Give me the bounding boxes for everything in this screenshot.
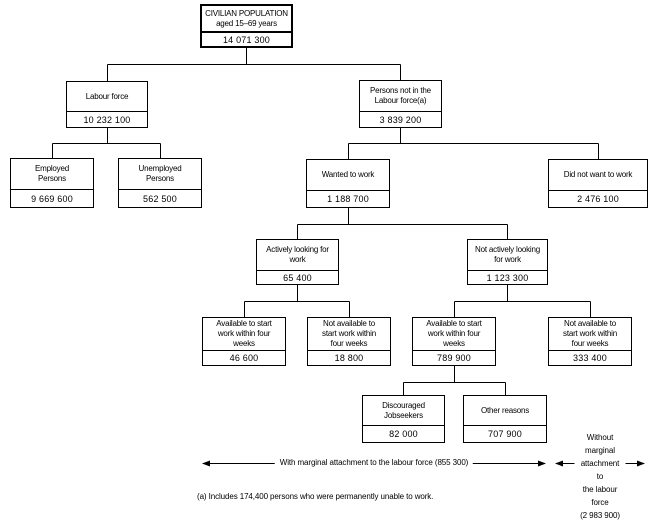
node-actively-looking: Actively looking for work 65 400 <box>256 239 339 285</box>
node-not-available-to-start-active: Not available to start work within four … <box>307 317 391 366</box>
node-value: 3 839 200 <box>379 114 422 125</box>
node-label: Discouraged Jobseekers <box>363 396 444 426</box>
node-label: Employed Persons <box>11 159 93 190</box>
connector-not-actively-looking <box>454 285 591 317</box>
node-civilian-population: CIVILIAN POPULATION aged 15–69 years 14 … <box>200 4 293 48</box>
node-value: 46 600 <box>229 353 259 363</box>
connector-available-to-start <box>403 366 506 395</box>
node-label: Did not want to work <box>549 160 647 191</box>
node-labour-force: Labour force 10 232 100 <box>66 81 148 128</box>
node-value: 10 232 100 <box>83 114 131 125</box>
node-did-not-want-to-work: Did not want to work 2 476 100 <box>548 159 648 208</box>
with-marginal-attachment-label: With marginal attachment to the labour f… <box>274 457 474 468</box>
node-value: 65 400 <box>283 272 312 283</box>
node-not-available-to-start-not-active: Not available to start work within four … <box>548 317 632 366</box>
node-label: Not available to start work within four … <box>308 318 390 351</box>
node-persons-not-in-labour-force: Persons not in the Labour force(a) 3 839… <box>359 80 442 128</box>
node-available-to-start-not-active: Available to start work within four week… <box>412 317 496 366</box>
node-value: 1 188 700 <box>327 194 369 204</box>
node-label: CIVILIAN POPULATION aged 15–69 years <box>202 6 291 33</box>
footnote: (a) Includes 174,400 persons who were pe… <box>197 492 434 501</box>
node-not-actively-looking: Not actively looking for work 1 123 300 <box>467 239 548 285</box>
node-value: 9 669 600 <box>31 193 73 204</box>
node-employed-persons: Employed Persons 9 669 600 <box>10 158 94 208</box>
connector-labour-force <box>52 128 161 158</box>
node-unemployed-persons: Unemployed Persons 562 500 <box>118 158 202 208</box>
node-discouraged-jobseekers: Discouraged Jobseekers 82 000 <box>362 395 445 443</box>
node-value: 82 000 <box>389 429 418 439</box>
node-label: Available to start work within four week… <box>413 318 495 351</box>
node-value: 562 500 <box>143 193 177 204</box>
node-label: Available to start work within four week… <box>203 318 285 351</box>
node-other-reasons: Other reasons 707 900 <box>463 395 547 443</box>
node-label: Persons not in the Labour force(a) <box>360 81 441 112</box>
connector-actively-looking <box>244 285 350 317</box>
node-label: Unemployed Persons <box>119 159 201 190</box>
node-wanted-to-work: Wanted to work 1 188 700 <box>306 159 390 208</box>
node-label: Not available to start work within four … <box>549 318 631 351</box>
node-value: 707 900 <box>488 429 522 439</box>
connector-root <box>107 48 401 81</box>
without-marginal-attachment-label: Without marginal attachment to the labou… <box>574 431 626 522</box>
node-label: Other reasons <box>464 396 546 426</box>
node-label: Actively looking for work <box>257 240 338 271</box>
connector-wanted-to-work <box>297 208 508 239</box>
node-value: 14 071 300 <box>222 34 271 45</box>
node-value: 333 400 <box>573 353 607 363</box>
node-value: 2 476 100 <box>577 194 619 204</box>
node-value: 789 900 <box>437 353 471 363</box>
node-label: Not actively looking for work <box>468 240 547 271</box>
node-label: Wanted to work <box>307 160 389 191</box>
connector-not-in-labour-force <box>348 128 599 159</box>
node-value: 1 123 300 <box>486 272 529 283</box>
node-label: Labour force <box>67 82 147 112</box>
node-available-to-start-active: Available to start work within four week… <box>202 317 286 366</box>
node-value: 18 800 <box>334 353 364 363</box>
